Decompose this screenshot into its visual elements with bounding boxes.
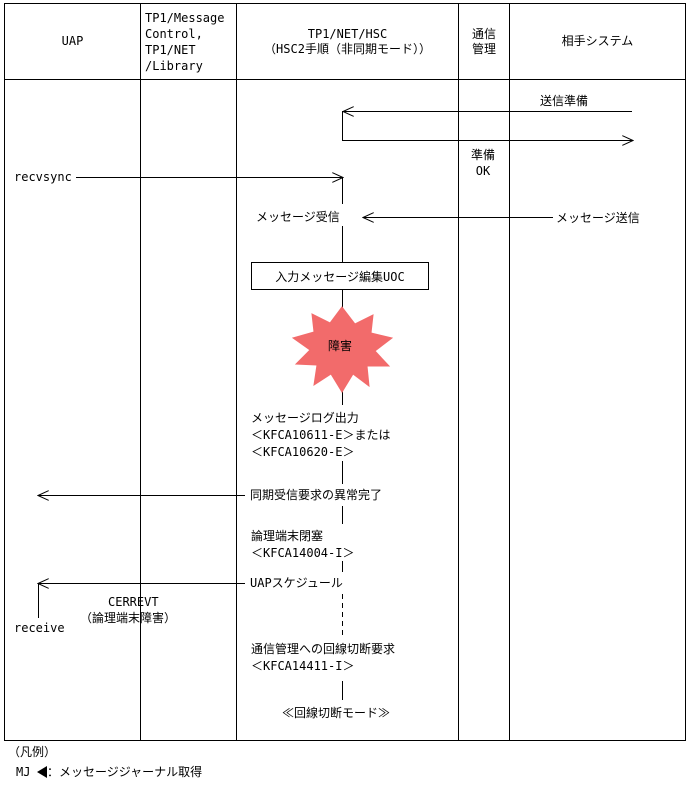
header-tp1-library: TP1/Message Control, TP1/NET /Library bbox=[145, 10, 225, 73]
cerrevt-sub-label: （論理端末障害） bbox=[80, 611, 177, 625]
header-hsc: TP1/NET/HSC （HSC2手順（非同期モード）） bbox=[264, 26, 431, 56]
header-uap: UAP bbox=[61, 34, 84, 48]
lt-close-code: ＜KFCA14004-I＞ bbox=[251, 546, 355, 560]
input-msg-edit-uoc-box: 入力メッセージ編集UOC bbox=[251, 262, 429, 290]
legend-mj-desc: ：メッセージジャーナル取得 bbox=[47, 765, 203, 779]
disconnect-mode-label: ≪回線切断モード≫ bbox=[282, 706, 391, 720]
msg-recv-label: メッセージ受信 bbox=[256, 210, 340, 224]
sync-abnormal-label: 同期受信要求の異常完了 bbox=[250, 488, 383, 502]
send-prep-label: 送信準備 bbox=[540, 94, 589, 108]
lt-close-label: 論理端末閉塞 bbox=[251, 529, 324, 543]
receive-label: receive bbox=[14, 621, 65, 635]
failure-label: 障害 bbox=[328, 339, 353, 353]
recvsync-label: recvsync bbox=[14, 170, 72, 184]
uap-schedule-label: UAPスケジュール bbox=[250, 576, 343, 590]
legend-mj: MJ bbox=[16, 765, 31, 779]
cerrevt-label: CERREVT bbox=[108, 595, 159, 609]
disconnect-code: ＜KFCA14411-I＞ bbox=[251, 659, 355, 673]
diagram-frame bbox=[4, 3, 686, 741]
header-comm-mgmt: 通信 管理 bbox=[471, 26, 496, 56]
uoc-label: 入力メッセージ編集UOC bbox=[275, 269, 405, 284]
disconnect-req-label: 通信管理への回線切断要求 bbox=[251, 642, 396, 656]
log-code-2: ＜KFCA10620-E＞ bbox=[251, 445, 355, 459]
prep-ok-label: 準備 OK bbox=[470, 148, 495, 178]
mj-triangle-icon bbox=[37, 766, 47, 778]
legend-title: （凡例） bbox=[8, 745, 57, 759]
failure-burst bbox=[291, 306, 394, 393]
msg-send-label: メッセージ送信 bbox=[556, 211, 640, 225]
log-code-1: ＜KFCA10611-E＞または bbox=[251, 428, 391, 442]
header-partner-system: 相手システム bbox=[561, 34, 634, 48]
msg-log-output-label: メッセージログ出力 bbox=[251, 411, 359, 425]
